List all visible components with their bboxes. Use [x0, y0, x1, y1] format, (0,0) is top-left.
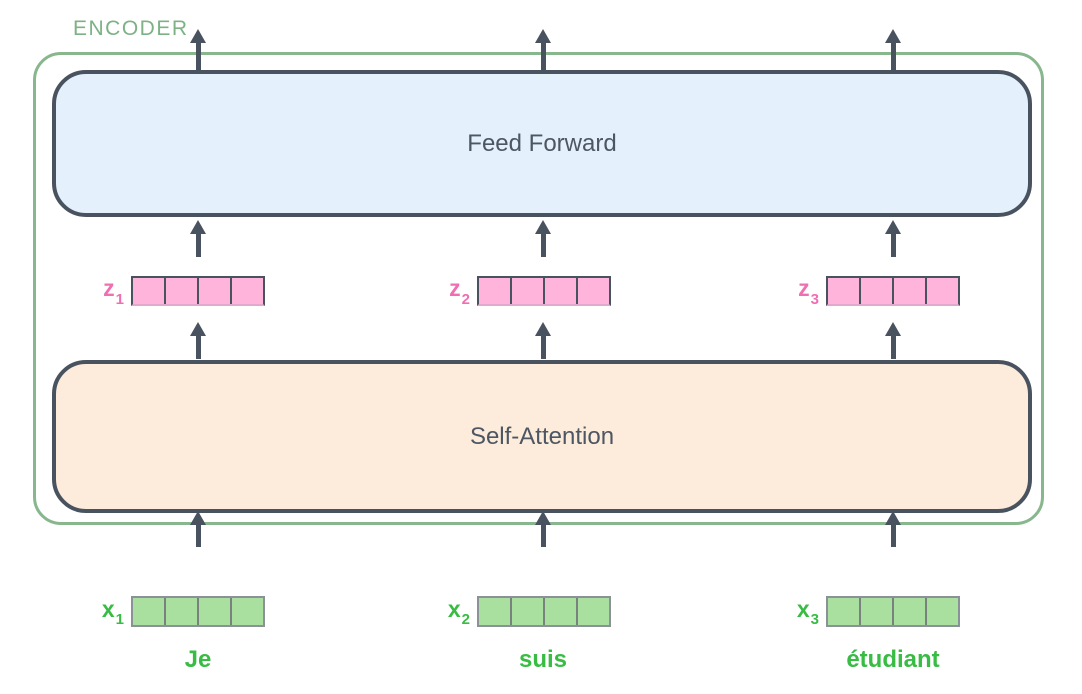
z2-vector: z2 [417, 275, 611, 308]
arrow-up-icon [535, 29, 551, 71]
vector-cell [925, 278, 958, 304]
z3-label: z3 [798, 275, 819, 308]
vector-cell [197, 278, 230, 304]
vector-cell [576, 278, 609, 304]
z1-vector: z1 [71, 275, 265, 308]
arrow-up-icon [885, 322, 901, 359]
vector-cell [543, 278, 576, 304]
z1-cells [131, 276, 265, 306]
vector-cell [510, 278, 543, 304]
vector-cell [859, 598, 892, 625]
x1-cells [131, 596, 265, 627]
vector-cell [133, 598, 164, 625]
input-word-suis: suis [518, 646, 568, 673]
arrow-up-icon [535, 322, 551, 359]
input-word-etudiant: étudiant [846, 646, 940, 673]
x2-label: x2 [447, 595, 470, 629]
arrow-up-icon [190, 322, 206, 359]
arrow-up-icon [535, 511, 551, 547]
vector-cell [133, 278, 164, 304]
x3-cells [826, 596, 960, 627]
x1-vector: x1 [71, 596, 265, 627]
vector-cell [164, 598, 197, 625]
arrow-up-icon [190, 511, 206, 547]
vector-cell [859, 278, 892, 304]
vector-cell [230, 278, 263, 304]
z3-vector: z3 [766, 275, 960, 308]
vector-cell [479, 598, 510, 625]
vector-cell [230, 598, 263, 625]
vector-cell [510, 598, 543, 625]
vector-cell [479, 278, 510, 304]
arrow-up-icon [190, 29, 206, 71]
vector-cell [892, 598, 925, 625]
self-attention-label: Self-Attention [469, 422, 615, 450]
vector-cell [164, 278, 197, 304]
x3-label: x3 [796, 595, 819, 629]
z2-label: z2 [449, 275, 470, 308]
z1-label: z1 [103, 275, 124, 308]
input-word-je: Je [184, 646, 212, 673]
vector-cell [576, 598, 609, 625]
vector-cell [197, 598, 230, 625]
x2-vector: x2 [417, 596, 611, 627]
x2-cells [477, 596, 611, 627]
self-attention-block: Self-Attention [52, 360, 1032, 513]
arrow-up-icon [885, 511, 901, 547]
feed-forward-block: Feed Forward [52, 70, 1032, 217]
vector-cell [828, 598, 859, 625]
arrow-up-icon [885, 220, 901, 257]
encoder-title: ENCODER [73, 17, 189, 40]
feed-forward-label: Feed Forward [467, 129, 617, 157]
z3-cells [826, 276, 960, 306]
arrow-up-icon [885, 29, 901, 71]
vector-cell [543, 598, 576, 625]
arrow-up-icon [535, 220, 551, 257]
vector-cell [828, 278, 859, 304]
x3-vector: x3 [766, 596, 960, 627]
vector-cell [925, 598, 958, 625]
z2-cells [477, 276, 611, 306]
arrow-up-icon [190, 220, 206, 257]
x1-label: x1 [101, 595, 124, 629]
vector-cell [892, 278, 925, 304]
